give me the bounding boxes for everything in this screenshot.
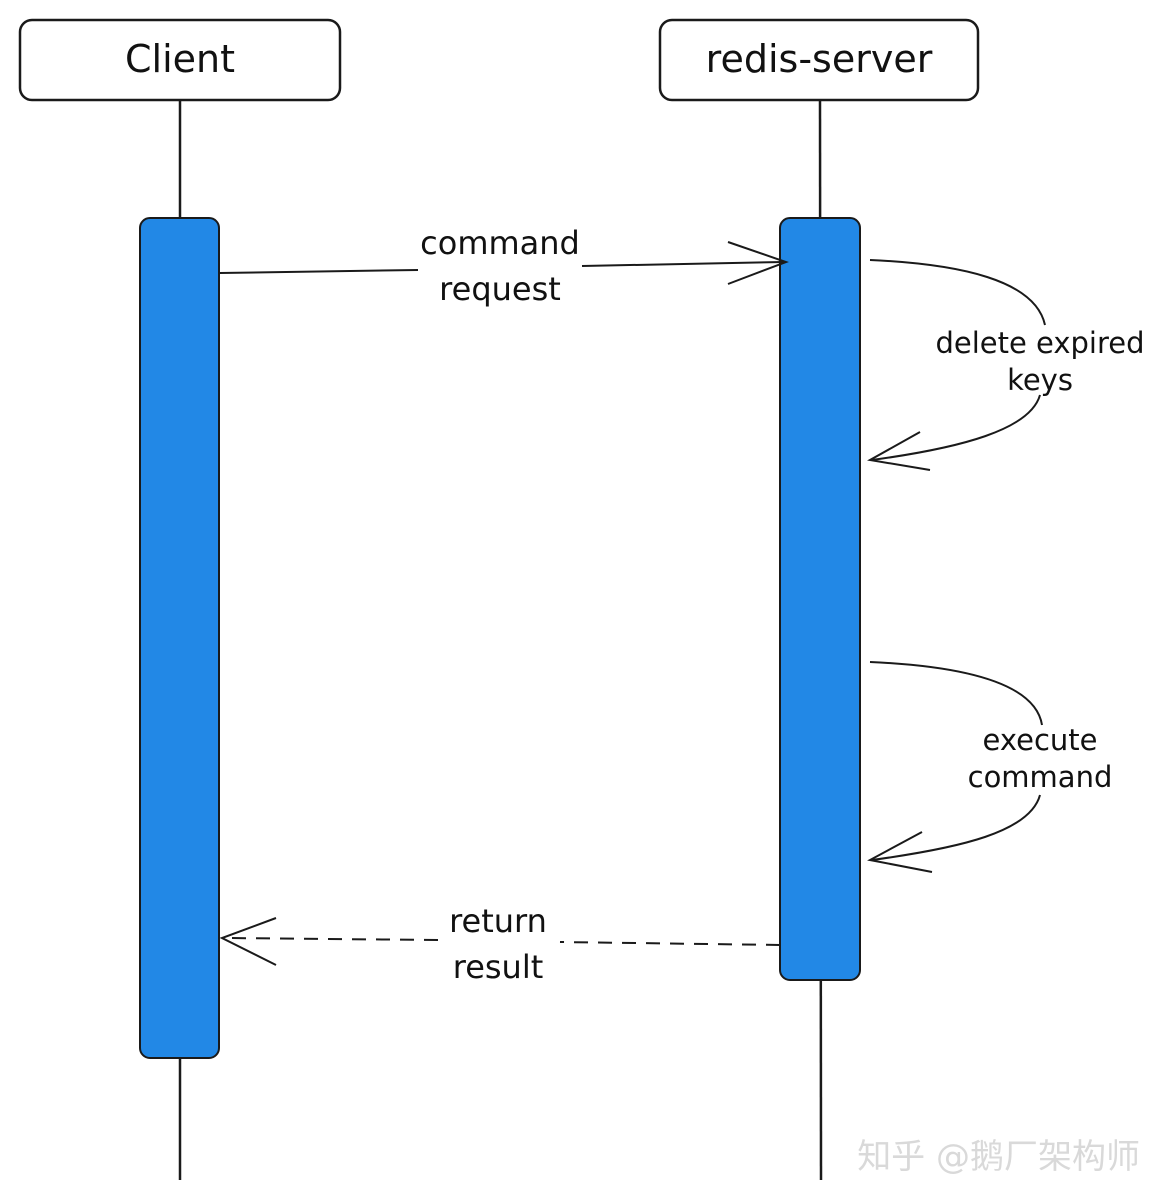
participant-client-box <box>18 18 342 102</box>
request-arrow-line-left <box>219 269 419 274</box>
response-arrow-head <box>219 917 277 966</box>
delete-keys-arrow-head <box>867 431 931 471</box>
execute-command-arrow <box>867 661 1043 873</box>
response-arrow <box>219 917 781 966</box>
client-activation-bar <box>139 217 220 1059</box>
participant-server-box <box>658 18 980 102</box>
server-activation-bar <box>779 217 861 981</box>
response-arrow-line-right <box>559 941 781 946</box>
execute-command-arrow-lower <box>871 794 1041 861</box>
delete-keys-arrow-lower <box>871 394 1041 461</box>
response-label-line2: result <box>453 948 544 986</box>
participant-server-label: redis-server <box>706 37 933 81</box>
request-arrow-line-right <box>581 261 785 267</box>
execute-command-label-line2: command <box>968 760 1113 794</box>
request-arrow <box>219 241 789 285</box>
response-arrow-line-left <box>225 937 439 941</box>
execute-command-arrow-upper <box>869 661 1043 726</box>
response-label-line1: return <box>449 902 547 940</box>
watermark-text: 知乎 @鹅厂架构师 <box>857 1137 1140 1177</box>
delete-keys-arrow <box>867 259 1046 471</box>
request-label-line2: request <box>439 270 561 308</box>
execute-command-arrow-head <box>867 831 933 873</box>
participant-client-label: Client <box>125 37 235 81</box>
delete-keys-arrow-upper <box>869 259 1046 326</box>
participant-server: redis-server <box>658 18 980 102</box>
delete-keys-label-line1: delete expired <box>935 326 1144 360</box>
execute-command-label-line1: execute <box>983 723 1098 757</box>
participant-client: Client <box>18 18 342 102</box>
delete-keys-label-line2: keys <box>1007 363 1073 397</box>
request-arrow-head <box>727 241 789 285</box>
request-label-line1: command <box>420 224 580 262</box>
